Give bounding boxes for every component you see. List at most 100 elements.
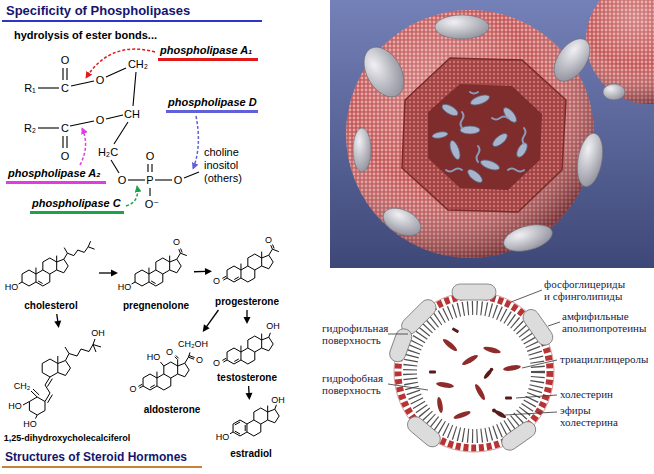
lipoprotein-scheme	[387, 284, 556, 453]
structure-formula	[267, 406, 268, 412]
enzyme-label: phospholipase A₂	[8, 167, 100, 180]
lipoprotein-illustration	[460, 126, 480, 134]
lipoprotein-illustration	[479, 158, 501, 172]
phospholipid-bonds	[63, 68, 67, 80]
phospholipid-bonds	[38, 87, 59, 88]
atom-symbol: O	[61, 150, 70, 163]
arrow-head	[203, 324, 210, 332]
reaction-arrow	[203, 310, 219, 332]
lipoprotein-illustration	[446, 169, 462, 172]
atom-symbol: O	[196, 355, 203, 365]
lipoprotein-scheme	[516, 395, 557, 398]
structure-formula	[241, 334, 262, 352]
structure-formula	[23, 402, 29, 406]
part-label: триацилглицеролы	[560, 353, 648, 365]
compound: 1,25-dihydroxycholecalciferol	[2, 328, 132, 446]
atom-symbol: HO	[5, 282, 19, 292]
atom-symbol: O	[118, 174, 127, 187]
lipoprotein-scheme	[505, 397, 512, 400]
phospholipid-bonds	[63, 136, 67, 148]
structure-formula	[234, 359, 239, 362]
lipoprotein-illustration	[523, 128, 526, 144]
lipoprotein-illustration	[353, 15, 625, 256]
atom-symbol: CH₂	[128, 58, 148, 71]
reaction-arrow	[54, 314, 61, 328]
reaction-arrow	[194, 268, 212, 275]
arrow-line	[194, 271, 206, 273]
phospholipid-bonds	[184, 172, 199, 178]
structure-formula	[150, 385, 155, 388]
lipoprotein-scheme	[429, 371, 436, 374]
structure-formula	[138, 384, 143, 388]
structure-formula	[177, 253, 187, 259]
lipoprotein-illustration	[547, 32, 597, 87]
underline	[166, 110, 258, 113]
lipoprotein-illustration	[491, 131, 510, 149]
structure-formula	[45, 385, 50, 393]
atom-symbol: OH	[271, 395, 285, 405]
structure-formula	[230, 432, 233, 434]
lipoprotein-scheme	[548, 322, 560, 326]
lipoprotein-illustration	[586, 0, 654, 104]
atom-symbol: R₁	[24, 82, 36, 95]
lipoprotein-illustration	[379, 203, 425, 242]
lipoprotein-scheme	[483, 345, 502, 354]
structure-formula	[23, 339, 101, 419]
lipoprotein-scheme	[473, 383, 486, 401]
atom-symbol: P	[146, 174, 153, 187]
structure-formula	[57, 356, 58, 364]
structure-formula	[65, 345, 101, 361]
lipoprotein-scheme	[453, 410, 472, 421]
reaction-arrow	[246, 386, 253, 400]
part-label: гидрофобная поверхность	[322, 372, 392, 396]
structure-formula	[241, 252, 262, 270]
phospholipid-bonds	[106, 115, 123, 119]
atom-symbol: HO	[8, 401, 22, 411]
structure-formula	[222, 244, 278, 282]
atom-symbol: O	[61, 54, 70, 67]
lipoprotein-scheme	[452, 284, 496, 300]
lipoprotein-illustration	[440, 102, 460, 118]
atom-symbol: HO	[23, 419, 37, 429]
section-title: Structures of Steroid Hormones	[5, 450, 187, 465]
lipoprotein-scheme	[511, 290, 542, 302]
structure-formula	[135, 258, 181, 286]
structure-formula	[45, 393, 52, 403]
atom-symbol: CH₂OH	[178, 339, 208, 349]
compound: aldosterone	[134, 332, 210, 418]
phospholipid-bonds	[148, 164, 152, 172]
atom-symbol: O	[146, 150, 155, 163]
structure-formula	[235, 422, 245, 434]
structure-formula	[230, 405, 279, 436]
reaction-arrow	[244, 310, 251, 324]
underline	[30, 211, 124, 214]
structure-formula	[64, 241, 95, 259]
structure-formula	[227, 254, 273, 282]
structure-formula	[19, 241, 95, 286]
atom-symbol: O	[173, 237, 180, 247]
compound-name: testosterone	[217, 372, 277, 384]
cleavage-arrow	[126, 186, 138, 206]
structure-formula	[19, 241, 280, 436]
structure-formula	[188, 356, 194, 360]
atom-symbol: O	[129, 384, 136, 394]
lipoprotein-scheme	[388, 334, 408, 335]
atom-symbol: O	[174, 174, 183, 187]
lipoprotein-scheme	[388, 384, 428, 390]
lipoprotein-illustration	[435, 15, 489, 39]
compound: progesterone	[212, 230, 282, 310]
lipoprotein-scheme	[388, 290, 560, 415]
lipoprotein-illustration	[492, 117, 508, 120]
phospholipid-bonds	[133, 72, 136, 106]
atom-symbol: OH	[91, 328, 105, 338]
lipoprotein-scheme	[503, 364, 522, 372]
lipoprotein-illustration	[330, 0, 654, 268]
structure-formula	[29, 397, 45, 415]
lipoprotein-illustration	[515, 141, 530, 159]
structure-formula	[156, 372, 157, 378]
atom-symbol: C	[61, 122, 69, 135]
phospholipid-bonds	[128, 179, 145, 180]
structure-formula	[234, 277, 239, 280]
lipoprotein-scheme	[436, 337, 522, 420]
